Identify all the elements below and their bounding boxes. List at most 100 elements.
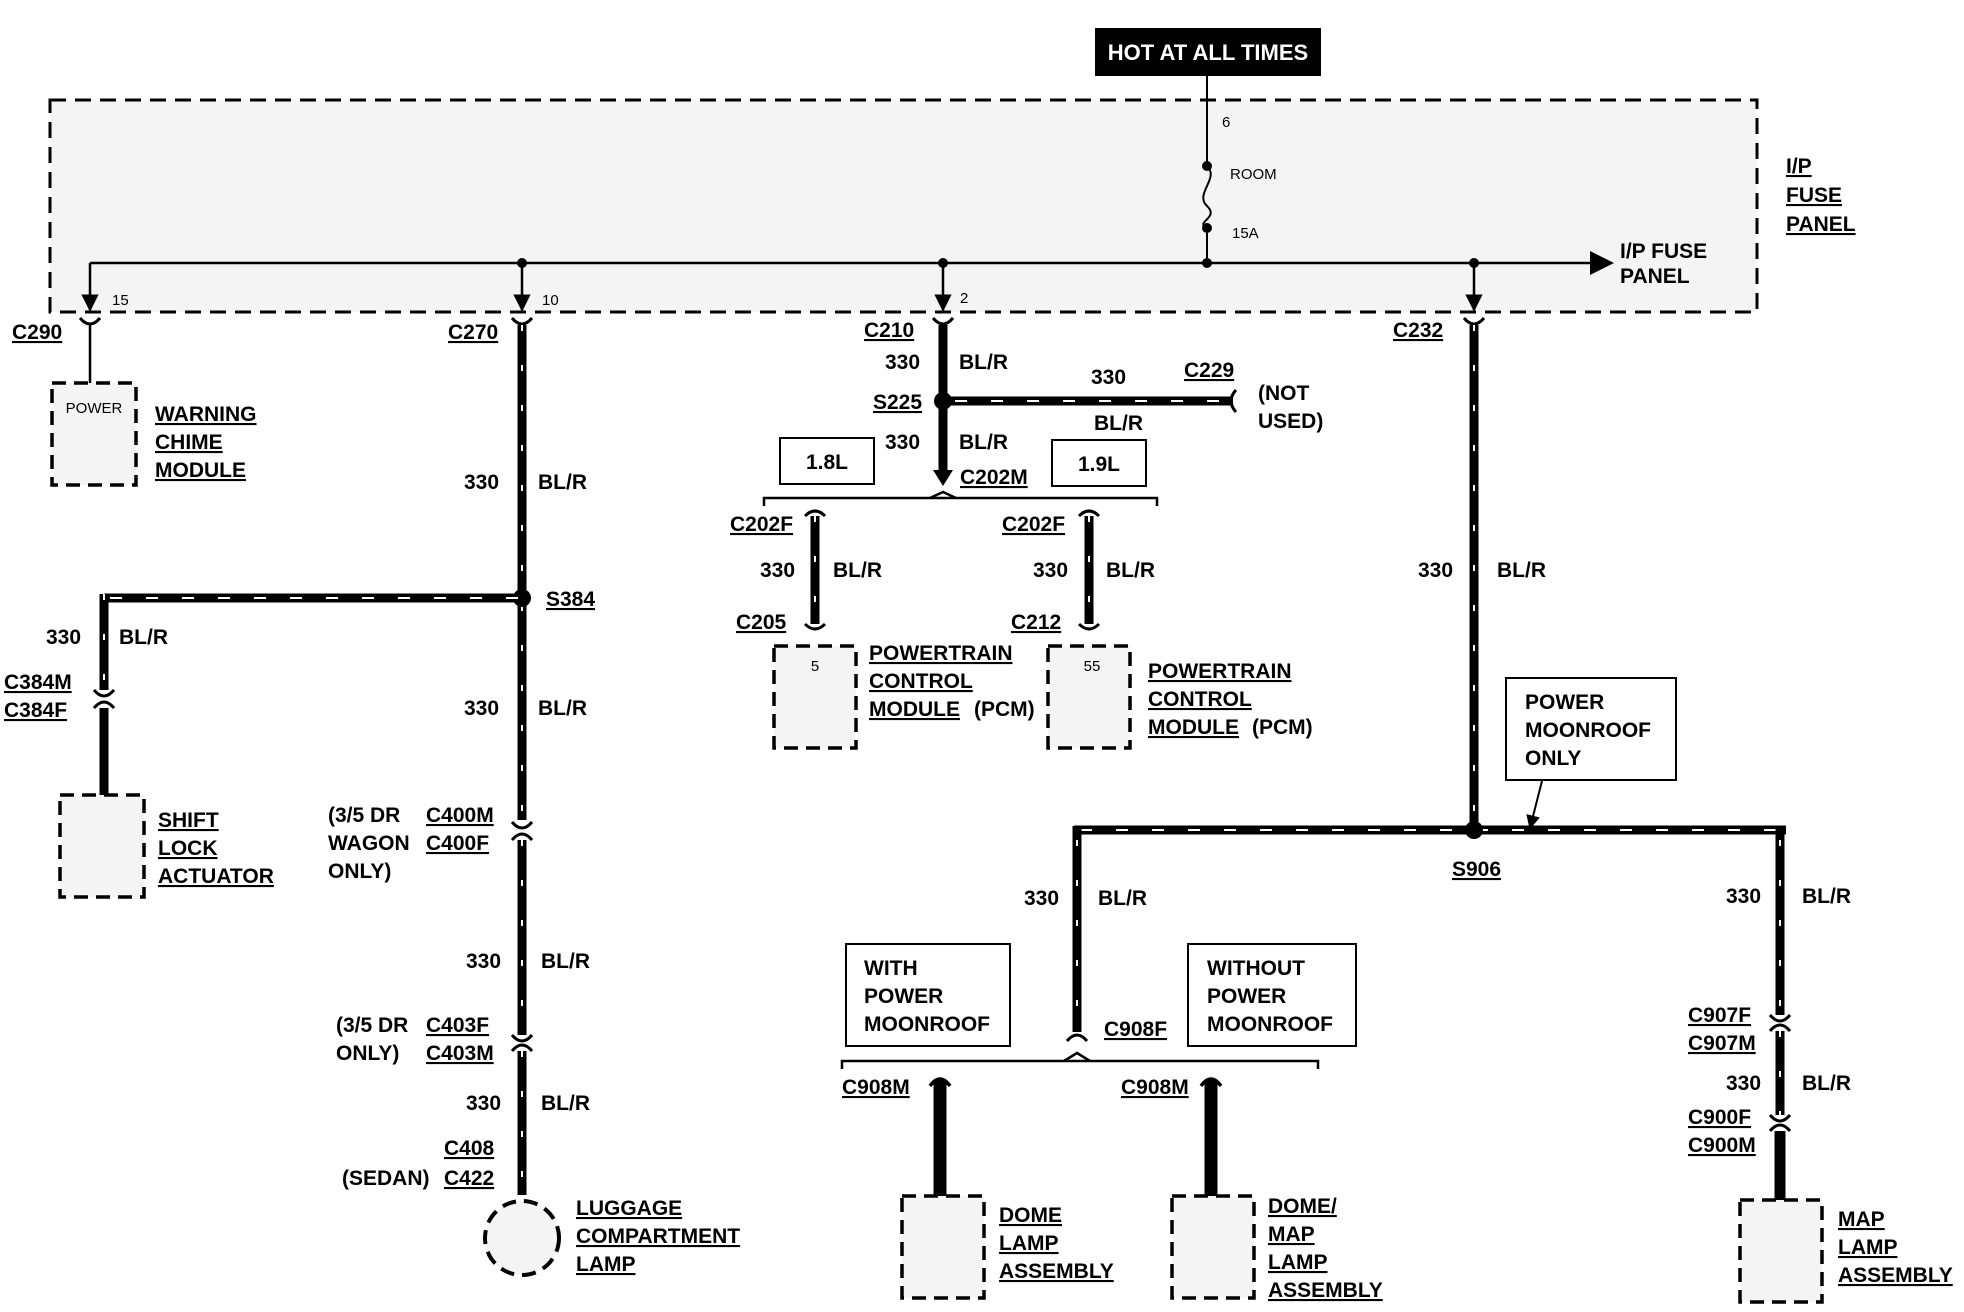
dr35-note-2: ONLY) — [336, 1042, 399, 1065]
wire-s906-left: 330 — [1024, 887, 1059, 910]
wire-color-c270-4: BL/R — [541, 1092, 590, 1115]
wire-color-c270-3: BL/R — [541, 950, 590, 973]
wire-color-map: BL/R — [1802, 1072, 1851, 1095]
with-pm-2: POWER — [864, 985, 943, 1008]
luggage-label-2: COMPARTMENT — [576, 1225, 740, 1248]
wire-color-s906-left: BL/R — [1098, 887, 1147, 910]
c408-label: C408 — [444, 1137, 495, 1160]
map-label-2: LAMP — [1838, 1236, 1898, 1259]
wire-c229: 330 — [1091, 366, 1126, 389]
c212-label: C212 — [1011, 611, 1061, 634]
luggage-label-3: LAMP — [576, 1253, 636, 1276]
chime-label-3: MODULE — [155, 459, 246, 482]
pcm-a-label-3: MODULE — [869, 698, 960, 721]
c908m-a-label: C908M — [842, 1076, 910, 1099]
luggage-label-1: LUGGAGE — [576, 1197, 682, 1220]
pcm-a-label-2: CONTROL — [869, 670, 973, 693]
fuse-panel-title-1: I/P — [1786, 155, 1812, 178]
without-pm-2: POWER — [1207, 985, 1286, 1008]
c202m-label: C202M — [960, 466, 1028, 489]
wagon-note-1: (3/5 DR — [328, 804, 400, 827]
dome-label-2: LAMP — [999, 1232, 1059, 1255]
c210-label: C210 — [864, 319, 914, 342]
wire-c270-3: 330 — [466, 950, 501, 973]
wire-pcm-b: 330 — [1033, 559, 1068, 582]
c232-label: C232 — [1393, 319, 1443, 342]
c202f-b-label: C202F — [1002, 513, 1065, 536]
dome-map-label-1: DOME/ — [1268, 1195, 1337, 1218]
c210-branch: C210 330 BL/R S225 330 BL/R C229 (NOT US… — [730, 316, 1323, 750]
arrow-label-1: I/P FUSE — [1620, 240, 1707, 263]
c907f-label: C907F — [1688, 1004, 1751, 1027]
c270-label: C270 — [448, 321, 498, 344]
wire-c270-2: 330 — [464, 697, 499, 720]
c205-label: C205 — [736, 611, 787, 634]
pm-only-3: ONLY — [1525, 747, 1581, 770]
wire-color-c229: BL/R — [1094, 412, 1143, 435]
wire-color-c210-2: BL/R — [959, 431, 1008, 454]
wagon-note-2: WAGON — [328, 832, 410, 855]
wire-c270-1: 330 — [464, 471, 499, 494]
without-pm-1: WITHOUT — [1207, 957, 1305, 980]
c907m-label: C907M — [1688, 1032, 1756, 1055]
s906-label: S906 — [1452, 858, 1501, 881]
wire-c210-1: 330 — [885, 351, 920, 374]
shift-label-2: LOCK — [158, 837, 218, 860]
pm-only-2: MOONROOF — [1525, 719, 1651, 742]
pm-only-1: POWER — [1525, 691, 1604, 714]
with-pm-1: WITH — [864, 957, 918, 980]
dome-map-label-4: ASSEMBLY — [1268, 1279, 1383, 1302]
c384m-label: C384M — [4, 671, 72, 694]
room-fuse: 6 ROOM 15A — [1202, 76, 1277, 263]
c908f-label: C908F — [1104, 1018, 1167, 1041]
c270-branch: C270 330 BL/R S384 330 BL/R (3/5 DR WAGO… — [328, 316, 740, 1277]
dome-map-label-3: LAMP — [1268, 1251, 1328, 1274]
pcm-a-suffix: (PCM) — [974, 698, 1035, 721]
shift-label-1: SHIFT — [158, 809, 219, 832]
chime-label-2: CHIME — [155, 431, 223, 454]
shift-label-3: ACTUATOR — [158, 865, 274, 888]
fuse-panel-bus: 15 10 2 I/P FUSE PANEL — [81, 240, 1707, 312]
c229-label: C229 — [1184, 359, 1234, 382]
wire-color-c232-1: BL/R — [1497, 559, 1546, 582]
arrow-label-2: PANEL — [1620, 265, 1690, 288]
not-used-1: (NOT — [1258, 382, 1309, 405]
ip-fuse-panel: I/P FUSE PANEL — [48, 98, 1856, 314]
wire-shift-1: 330 — [46, 626, 81, 649]
wire-c270-4: 330 — [466, 1092, 501, 1115]
dr35-note-1: (3/5 DR — [336, 1014, 408, 1037]
c232-branch: C232 330 BL/R POWER MOONROOF ONLY S906 3… — [840, 316, 1953, 1304]
pcm-b-label-1: POWERTRAIN — [1148, 660, 1292, 683]
c202f-a-label: C202F — [730, 513, 793, 536]
shift-lock-branch: 330 BL/R C384M C384F SHIFT LOCK ACTUATOR — [4, 593, 518, 899]
wire-color-pcm-a: BL/R — [833, 559, 882, 582]
pcm-b-pin: 55 — [1084, 658, 1101, 675]
pin-15: 15 — [112, 292, 129, 309]
dome-label-1: DOME — [999, 1204, 1062, 1227]
wire-map: 330 — [1726, 1072, 1761, 1095]
c290-label: C290 — [12, 321, 62, 344]
c400m-label: C400M — [426, 804, 494, 827]
c384f-label: C384F — [4, 699, 67, 722]
hot-at-all-times-box: HOT AT ALL TIMES — [1095, 28, 1321, 76]
with-pm-3: MOONROOF — [864, 1013, 990, 1036]
chime-power-pin: POWER — [66, 400, 123, 417]
c403m-label: C403M — [426, 1042, 494, 1065]
pcm-b-label-3: MODULE — [1148, 716, 1239, 739]
fuse-name: ROOM — [1230, 166, 1277, 183]
wire-color-pcm-b: BL/R — [1106, 559, 1155, 582]
not-used-2: USED) — [1258, 410, 1323, 433]
wire-s906-right: 330 — [1726, 885, 1761, 908]
dome-label-3: ASSEMBLY — [999, 1260, 1114, 1283]
wire-c232-1: 330 — [1418, 559, 1453, 582]
warning-chime-branch: C290 POWER WARNING CHIME MODULE — [12, 316, 257, 487]
hot-at-all-times-label: HOT AT ALL TIMES — [1108, 40, 1308, 65]
c900f-label: C900F — [1688, 1106, 1751, 1129]
s225-label: S225 — [873, 391, 922, 414]
s384-label: S384 — [546, 588, 595, 611]
wire-c210-2: 330 — [885, 431, 920, 454]
map-label-3: ASSEMBLY — [1838, 1264, 1953, 1287]
wire-pcm-a: 330 — [760, 559, 795, 582]
c908m-b-label: C908M — [1121, 1076, 1189, 1099]
